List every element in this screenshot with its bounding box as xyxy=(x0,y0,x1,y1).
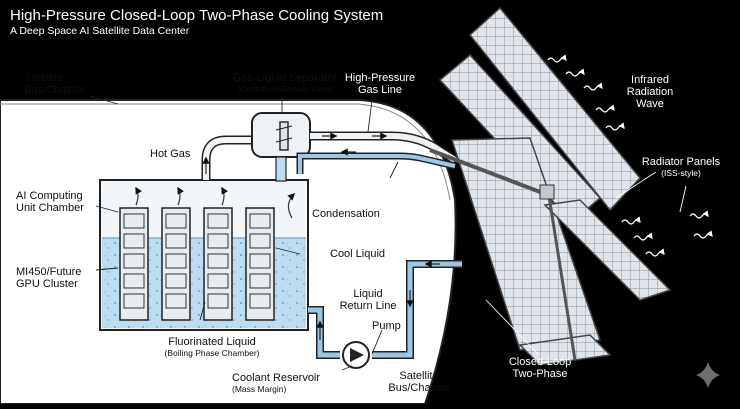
label-line: Radiation xyxy=(626,86,674,98)
heat-wave-icon xyxy=(583,82,603,91)
label-line: Unit Chamber xyxy=(16,202,84,214)
label-line: AI Computing xyxy=(16,190,83,202)
label-line: Radiator Panels xyxy=(641,156,721,168)
label-line: Satellite xyxy=(24,72,64,84)
heat-wave-icon xyxy=(621,216,641,225)
label-line: Bus/Chassis xyxy=(388,382,450,394)
label-gpu-cluster: MI450/Future GPU Cluster xyxy=(16,266,81,290)
label-line: Gas-Liquid Separator xyxy=(232,72,338,84)
label-line: Closed-Loop xyxy=(508,356,572,368)
heat-wave-icon xyxy=(689,210,709,219)
flow-arrow-icon xyxy=(287,192,296,219)
label-subline: (ISS-style) xyxy=(661,168,701,178)
label-line: High-Pressure xyxy=(344,72,416,84)
label-hot-gas: Hot Gas xyxy=(150,148,191,160)
label-line: Coolant Reservoir xyxy=(232,372,321,384)
label-condensation: Condensation xyxy=(312,208,380,220)
label-cool-liquid: Cool Liquid xyxy=(330,248,386,260)
separator-rotor-icon xyxy=(279,121,289,151)
diagram-title: High-Pressure Closed-Loop Two-Phase Cool… xyxy=(10,7,384,24)
flow-arrow-icon xyxy=(135,186,142,206)
flow-arrow-icon xyxy=(221,186,228,206)
pump-icon xyxy=(342,341,370,369)
gpu-card-icon xyxy=(119,207,149,321)
label-line: Bus/Chassis xyxy=(24,84,86,96)
label-subline: (Mass Margin) xyxy=(232,384,287,394)
gas-liquid-separator xyxy=(251,112,311,158)
radiator-panels xyxy=(429,6,672,366)
gpu-card-icon xyxy=(161,207,191,321)
label-separator: Gas-Liquid Separator (Centrifugal/Rotary… xyxy=(218,72,352,94)
heat-wave-icon xyxy=(595,104,615,113)
label-fluorinated: Fluorinated Liquid (Boiling Phase Chambe… xyxy=(142,336,282,358)
label-line: Two-Phase xyxy=(512,368,568,380)
label-line: Wave xyxy=(636,98,664,110)
label-subline: (Boiling Phase Chamber) xyxy=(164,348,260,358)
label-line: MI450/Future xyxy=(16,266,82,278)
heat-wave-icon xyxy=(605,122,625,131)
label-satellite-bus-top: Satellite Bus/Chassis xyxy=(24,72,85,96)
label-line: Liquid xyxy=(353,288,383,300)
label-line: Fluorinated Liquid xyxy=(168,336,256,348)
label-line: GPU Cluster xyxy=(16,278,78,290)
label-chamber: AI Computing Unit Chamber xyxy=(16,190,84,214)
diagram-subtitle: A Deep Space AI Satellite Data Center xyxy=(10,25,190,37)
heat-wave-icon xyxy=(693,230,713,239)
label-pump: Pump xyxy=(372,320,401,332)
label-line: Infrared xyxy=(631,74,669,86)
label-line: Satellite xyxy=(399,370,439,382)
label-satellite-bus-bottom: Satellite Bus/Chassis xyxy=(384,370,454,394)
heat-wave-icon xyxy=(547,54,567,63)
label-closed-loop: Closed-Loop Two-Phase xyxy=(500,356,580,380)
heat-wave-icon xyxy=(633,232,653,241)
label-subline: (Centrifugal/Rotary Vane) xyxy=(237,84,333,94)
flow-arrow-icon xyxy=(177,186,184,206)
gpu-card-icon xyxy=(245,207,275,321)
sparkle-icon xyxy=(696,362,720,388)
label-infrared: Infrared Radiation Wave xyxy=(620,74,680,110)
label-line: Return Line xyxy=(339,300,397,312)
heat-wave-icon xyxy=(645,248,665,257)
gpu-card-icon xyxy=(203,207,233,321)
label-radiator: Radiator Panels (ISS-style) xyxy=(636,156,726,178)
label-line: Gas Line xyxy=(357,84,403,96)
chassis-outline xyxy=(0,103,451,201)
heat-wave-icon xyxy=(565,68,585,77)
label-return-line: Liquid Return Line xyxy=(324,288,412,312)
label-gas-line: High-Pressure Gas Line xyxy=(336,72,424,96)
label-reservoir: Coolant Reservoir (Mass Margin) xyxy=(232,372,320,394)
